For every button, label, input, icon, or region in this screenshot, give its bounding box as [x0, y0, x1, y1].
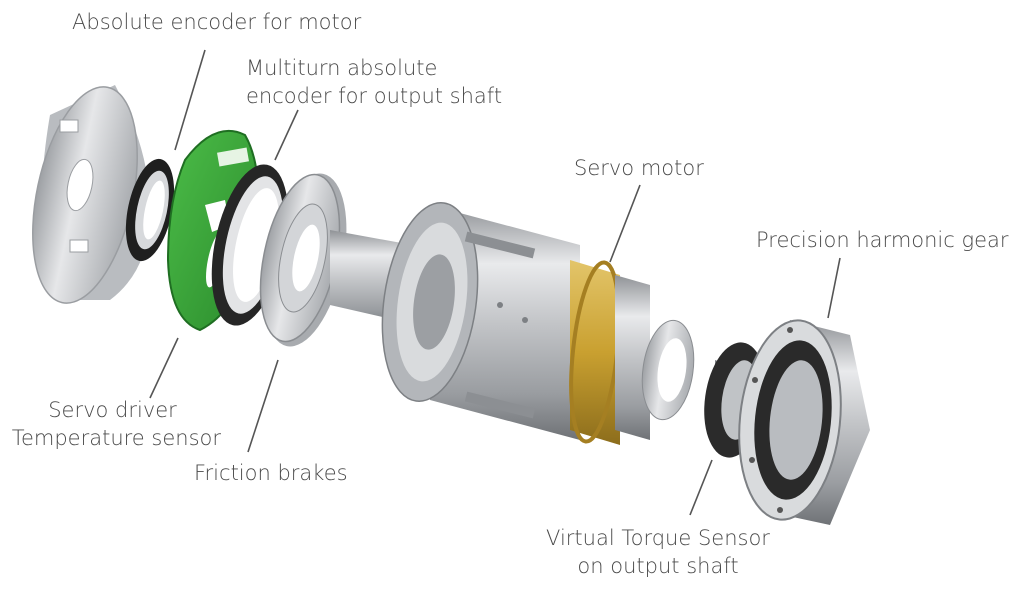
bearing-ring	[641, 319, 695, 421]
label-absolute-encoder: Absolute encoder for motor	[72, 8, 361, 36]
label-servo-driver-line2: Temperature sensor	[11, 426, 221, 450]
label-servo-motor-text: Servo motor	[574, 156, 704, 180]
label-servo-driver-line1: Servo driver	[48, 398, 177, 422]
motor-housing	[381, 202, 580, 440]
motor-rotor-ring	[615, 275, 650, 440]
back-cover-plate	[32, 85, 150, 304]
label-torque-line2: on output shaft	[577, 554, 739, 578]
label-multiturn-line1: Multiturn absolute	[246, 56, 438, 80]
label-torque-sensor: Virtual Torque Sensor on output shaft	[538, 524, 778, 580]
label-torque-line1: Virtual Torque Sensor	[546, 526, 770, 550]
leader-lines	[149, 49, 841, 516]
label-harmonic-gear: Precision harmonic gear	[756, 226, 1009, 254]
label-servo-driver: Servo driver Temperature sensor	[4, 396, 221, 452]
label-harmonic-gear-text: Precision harmonic gear	[756, 228, 1009, 252]
motor-encoder-ring	[125, 158, 175, 262]
label-friction-brakes: Friction brakes	[194, 459, 348, 487]
label-friction-brakes-text: Friction brakes	[194, 461, 348, 485]
label-servo-motor: Servo motor	[574, 154, 704, 182]
label-multiturn-line2: encoder for output shaft	[246, 84, 503, 108]
label-absolute-encoder-text: Absolute encoder for motor	[72, 10, 362, 34]
friction-brake	[259, 173, 347, 347]
label-multiturn-encoder: Multiturn absolute encoder for output sh…	[246, 54, 502, 110]
harmonic-gear	[738, 319, 870, 525]
